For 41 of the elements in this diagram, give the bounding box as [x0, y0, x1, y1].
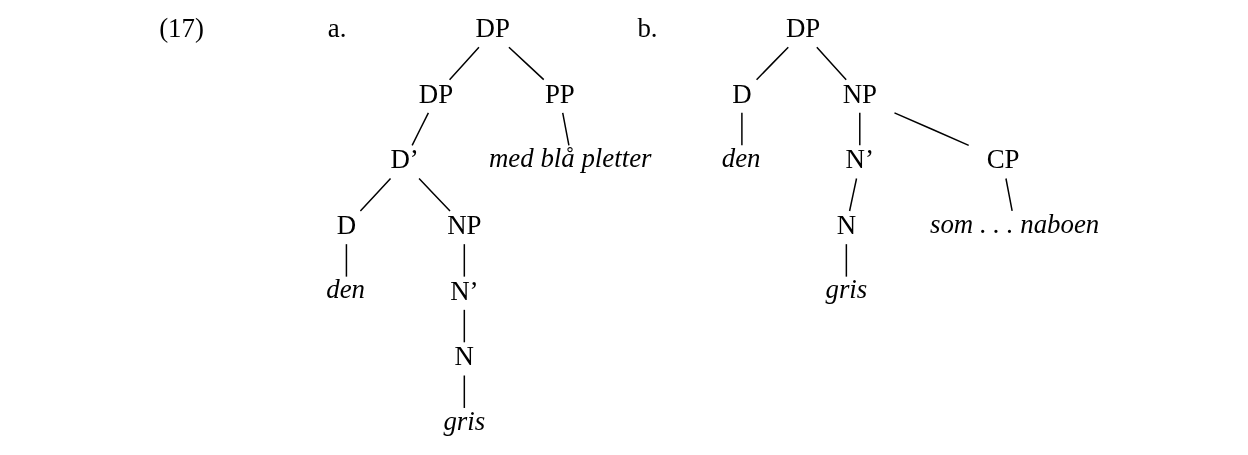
connector	[418, 177, 451, 212]
connector	[848, 177, 858, 212]
node-text: CP	[986, 144, 1020, 175]
node-text: gris	[443, 405, 486, 436]
node-text: D	[336, 210, 357, 241]
node-text: som . . . naboen	[929, 208, 1100, 239]
node-text: gris	[825, 274, 868, 305]
connector	[845, 243, 848, 278]
node-text: N	[836, 210, 857, 241]
connector	[508, 46, 545, 81]
node-text: PP	[544, 78, 575, 109]
node-text: N’	[450, 275, 479, 306]
label: b.	[637, 13, 658, 44]
label: (17)	[159, 13, 204, 44]
connector	[755, 46, 790, 81]
connector	[463, 374, 466, 409]
node-text: DP	[475, 13, 510, 44]
node-text: N	[454, 341, 475, 372]
node-text: D’	[390, 144, 419, 175]
connector	[1005, 177, 1013, 212]
connector	[859, 112, 861, 147]
connector	[463, 309, 466, 344]
connector	[448, 46, 480, 81]
node-text: D	[732, 78, 752, 109]
connector	[463, 243, 466, 278]
node-text: DP	[418, 78, 454, 109]
node-text: den	[326, 274, 366, 305]
connector	[816, 46, 847, 81]
connector	[561, 112, 570, 147]
node-text: DP	[785, 13, 821, 44]
connector	[411, 112, 430, 147]
connector	[741, 112, 743, 147]
node-text: N’	[845, 144, 874, 175]
connector	[345, 243, 348, 278]
node-text: NP	[447, 210, 482, 241]
node-text: NP	[842, 78, 877, 109]
label: a.	[327, 13, 347, 44]
connector	[359, 177, 392, 212]
node-text: den	[721, 142, 761, 173]
node-text: med blå pletter	[488, 142, 652, 173]
connector	[893, 112, 970, 147]
